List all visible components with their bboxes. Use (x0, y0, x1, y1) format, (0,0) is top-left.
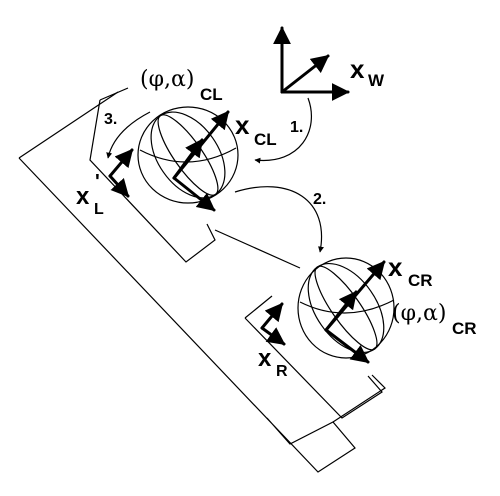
step-1-label: 1. (290, 119, 303, 136)
img-left-label: x (76, 183, 90, 210)
img-right-label: x (258, 345, 272, 372)
img-right-prime: ' (277, 333, 282, 355)
angles-left-subscript: CL (200, 85, 223, 104)
world-frame-subscript: W (368, 71, 385, 90)
left-image-axes (108, 148, 134, 198)
angles-right-label: (φ,α) (392, 301, 446, 326)
transform-arrow-2 (234, 186, 324, 253)
cam-left-subscript: CL (254, 130, 277, 149)
step-2-label: 2. (313, 191, 326, 208)
step-3-label: 3. (104, 111, 117, 128)
transform-arrow-1 (254, 97, 313, 164)
cam-right-label: x (388, 252, 403, 282)
right-camera-housing (244, 295, 383, 419)
angles-right-subscript: CR (452, 319, 477, 338)
world-frame-label: x (350, 54, 365, 84)
angles-left-label: (φ,α) (140, 67, 194, 92)
img-right-subscript: R (276, 363, 288, 380)
cam-right-subscript: CR (408, 271, 433, 290)
left-to-right-connector (214, 229, 301, 269)
transform-arrow-3 (106, 111, 151, 159)
cam-left-label: x (235, 110, 250, 140)
left-camera-housing (89, 87, 216, 263)
right-image-axes (260, 302, 286, 346)
right-camera-sphere (297, 257, 395, 359)
rig-outline (18, 91, 356, 473)
right-camera-axes (324, 260, 386, 364)
left-camera-axes (172, 110, 230, 212)
rig-right-edge (332, 374, 386, 423)
img-left-subscript: L (94, 201, 104, 218)
img-left-prime: ' (95, 171, 100, 193)
world-frame-axes (273, 26, 350, 101)
